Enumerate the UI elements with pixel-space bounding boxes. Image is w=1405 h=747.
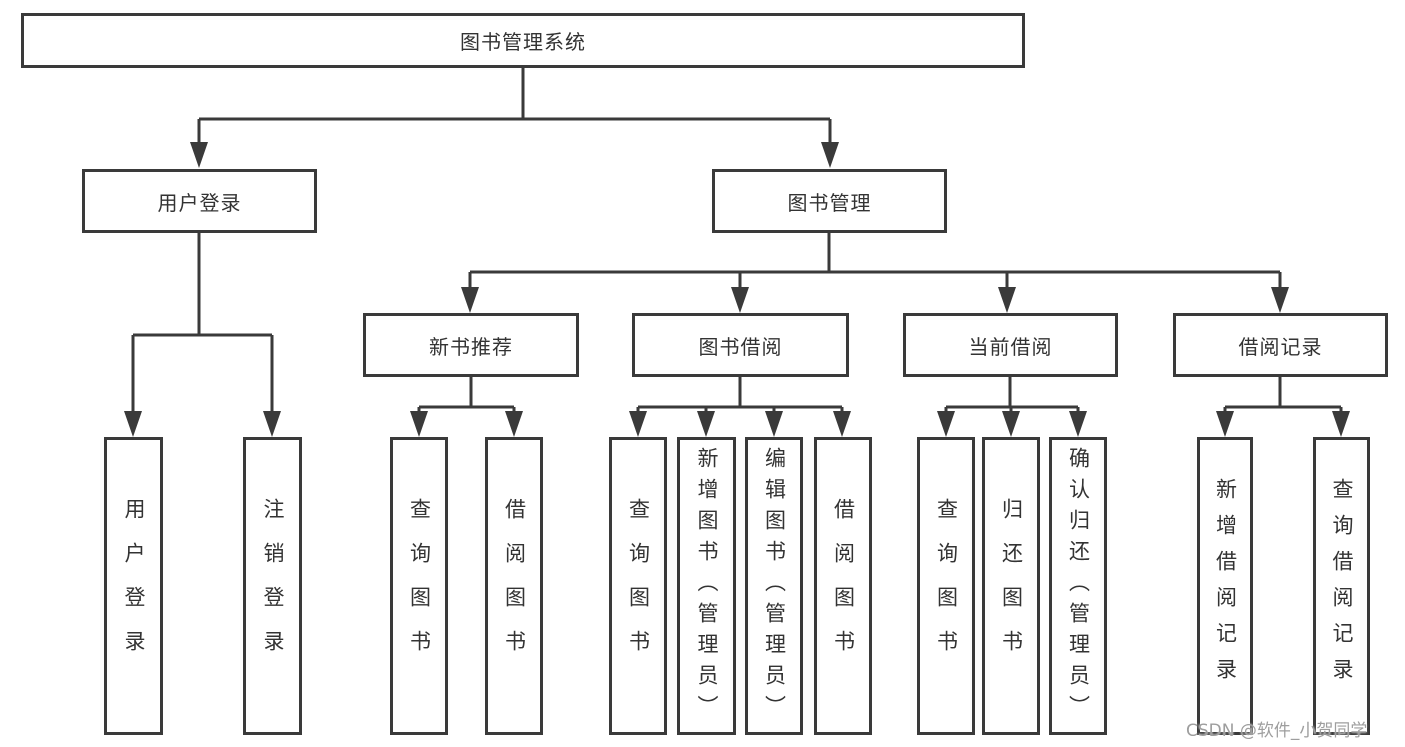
node-label: 新增借阅记录 bbox=[1213, 478, 1238, 694]
node-label: 当前借阅 bbox=[968, 334, 1053, 359]
leaf-borrow-books: 借阅图书 bbox=[814, 437, 872, 735]
leaf-query-books-borrow: 查询图书 bbox=[609, 437, 667, 735]
node-label: 查询借阅记录 bbox=[1330, 478, 1354, 694]
leaf-add-borrow-record: 新增借阅记录 bbox=[1197, 437, 1253, 735]
leaf-query-books-current: 查询图书 bbox=[917, 437, 975, 735]
leaf-edit-book-admin: 编辑图书（管理员） bbox=[745, 437, 803, 735]
node-current-borrow: 当前借阅 bbox=[903, 313, 1118, 377]
leaf-query-borrow-record: 查询借阅记录 bbox=[1313, 437, 1370, 735]
node-user-login: 用户登录 bbox=[82, 169, 317, 233]
node-label: 图书借阅 bbox=[698, 334, 783, 359]
node-book-borrow: 图书借阅 bbox=[632, 313, 849, 377]
leaf-logout: 注销登录 bbox=[243, 437, 302, 735]
node-label: 新增图书（管理员） bbox=[695, 446, 719, 726]
node-label: 用户登录 bbox=[157, 190, 242, 215]
node-label: 查询图书 bbox=[407, 498, 432, 674]
node-label: 编辑图书（管理员） bbox=[762, 446, 787, 726]
node-label: 图书管理系统 bbox=[460, 30, 586, 54]
node-label: 新书推荐 bbox=[429, 334, 513, 359]
node-borrow-records: 借阅记录 bbox=[1173, 313, 1388, 377]
csdn-watermark: CSDN @软件_小贺同学 bbox=[1186, 721, 1368, 741]
node-label: 归还图书 bbox=[999, 498, 1024, 674]
node-label: 借阅图书 bbox=[831, 498, 856, 674]
node-root: 图书管理系统 bbox=[21, 13, 1025, 68]
node-book-mgmt: 图书管理 bbox=[712, 169, 947, 233]
node-label: 注销登录 bbox=[261, 498, 285, 674]
node-label: 确认归还（管理员） bbox=[1066, 446, 1091, 726]
node-label: 借阅图书 bbox=[502, 498, 527, 674]
leaf-borrow-books-rec: 借阅图书 bbox=[485, 437, 543, 735]
leaf-confirm-return-admin: 确认归还（管理员） bbox=[1049, 437, 1107, 735]
leaf-return-book: 归还图书 bbox=[982, 437, 1040, 735]
node-label: 借阅记录 bbox=[1238, 334, 1323, 359]
node-label: 用户登录 bbox=[122, 498, 146, 674]
node-label: 查询图书 bbox=[626, 498, 651, 674]
node-new-book-rec: 新书推荐 bbox=[363, 313, 579, 377]
leaf-user-login: 用户登录 bbox=[104, 437, 163, 735]
leaf-add-book-admin: 新增图书（管理员） bbox=[677, 437, 736, 735]
leaf-query-books-rec: 查询图书 bbox=[390, 437, 448, 735]
node-label: 图书管理 bbox=[787, 190, 872, 215]
node-label: 查询图书 bbox=[934, 498, 959, 674]
